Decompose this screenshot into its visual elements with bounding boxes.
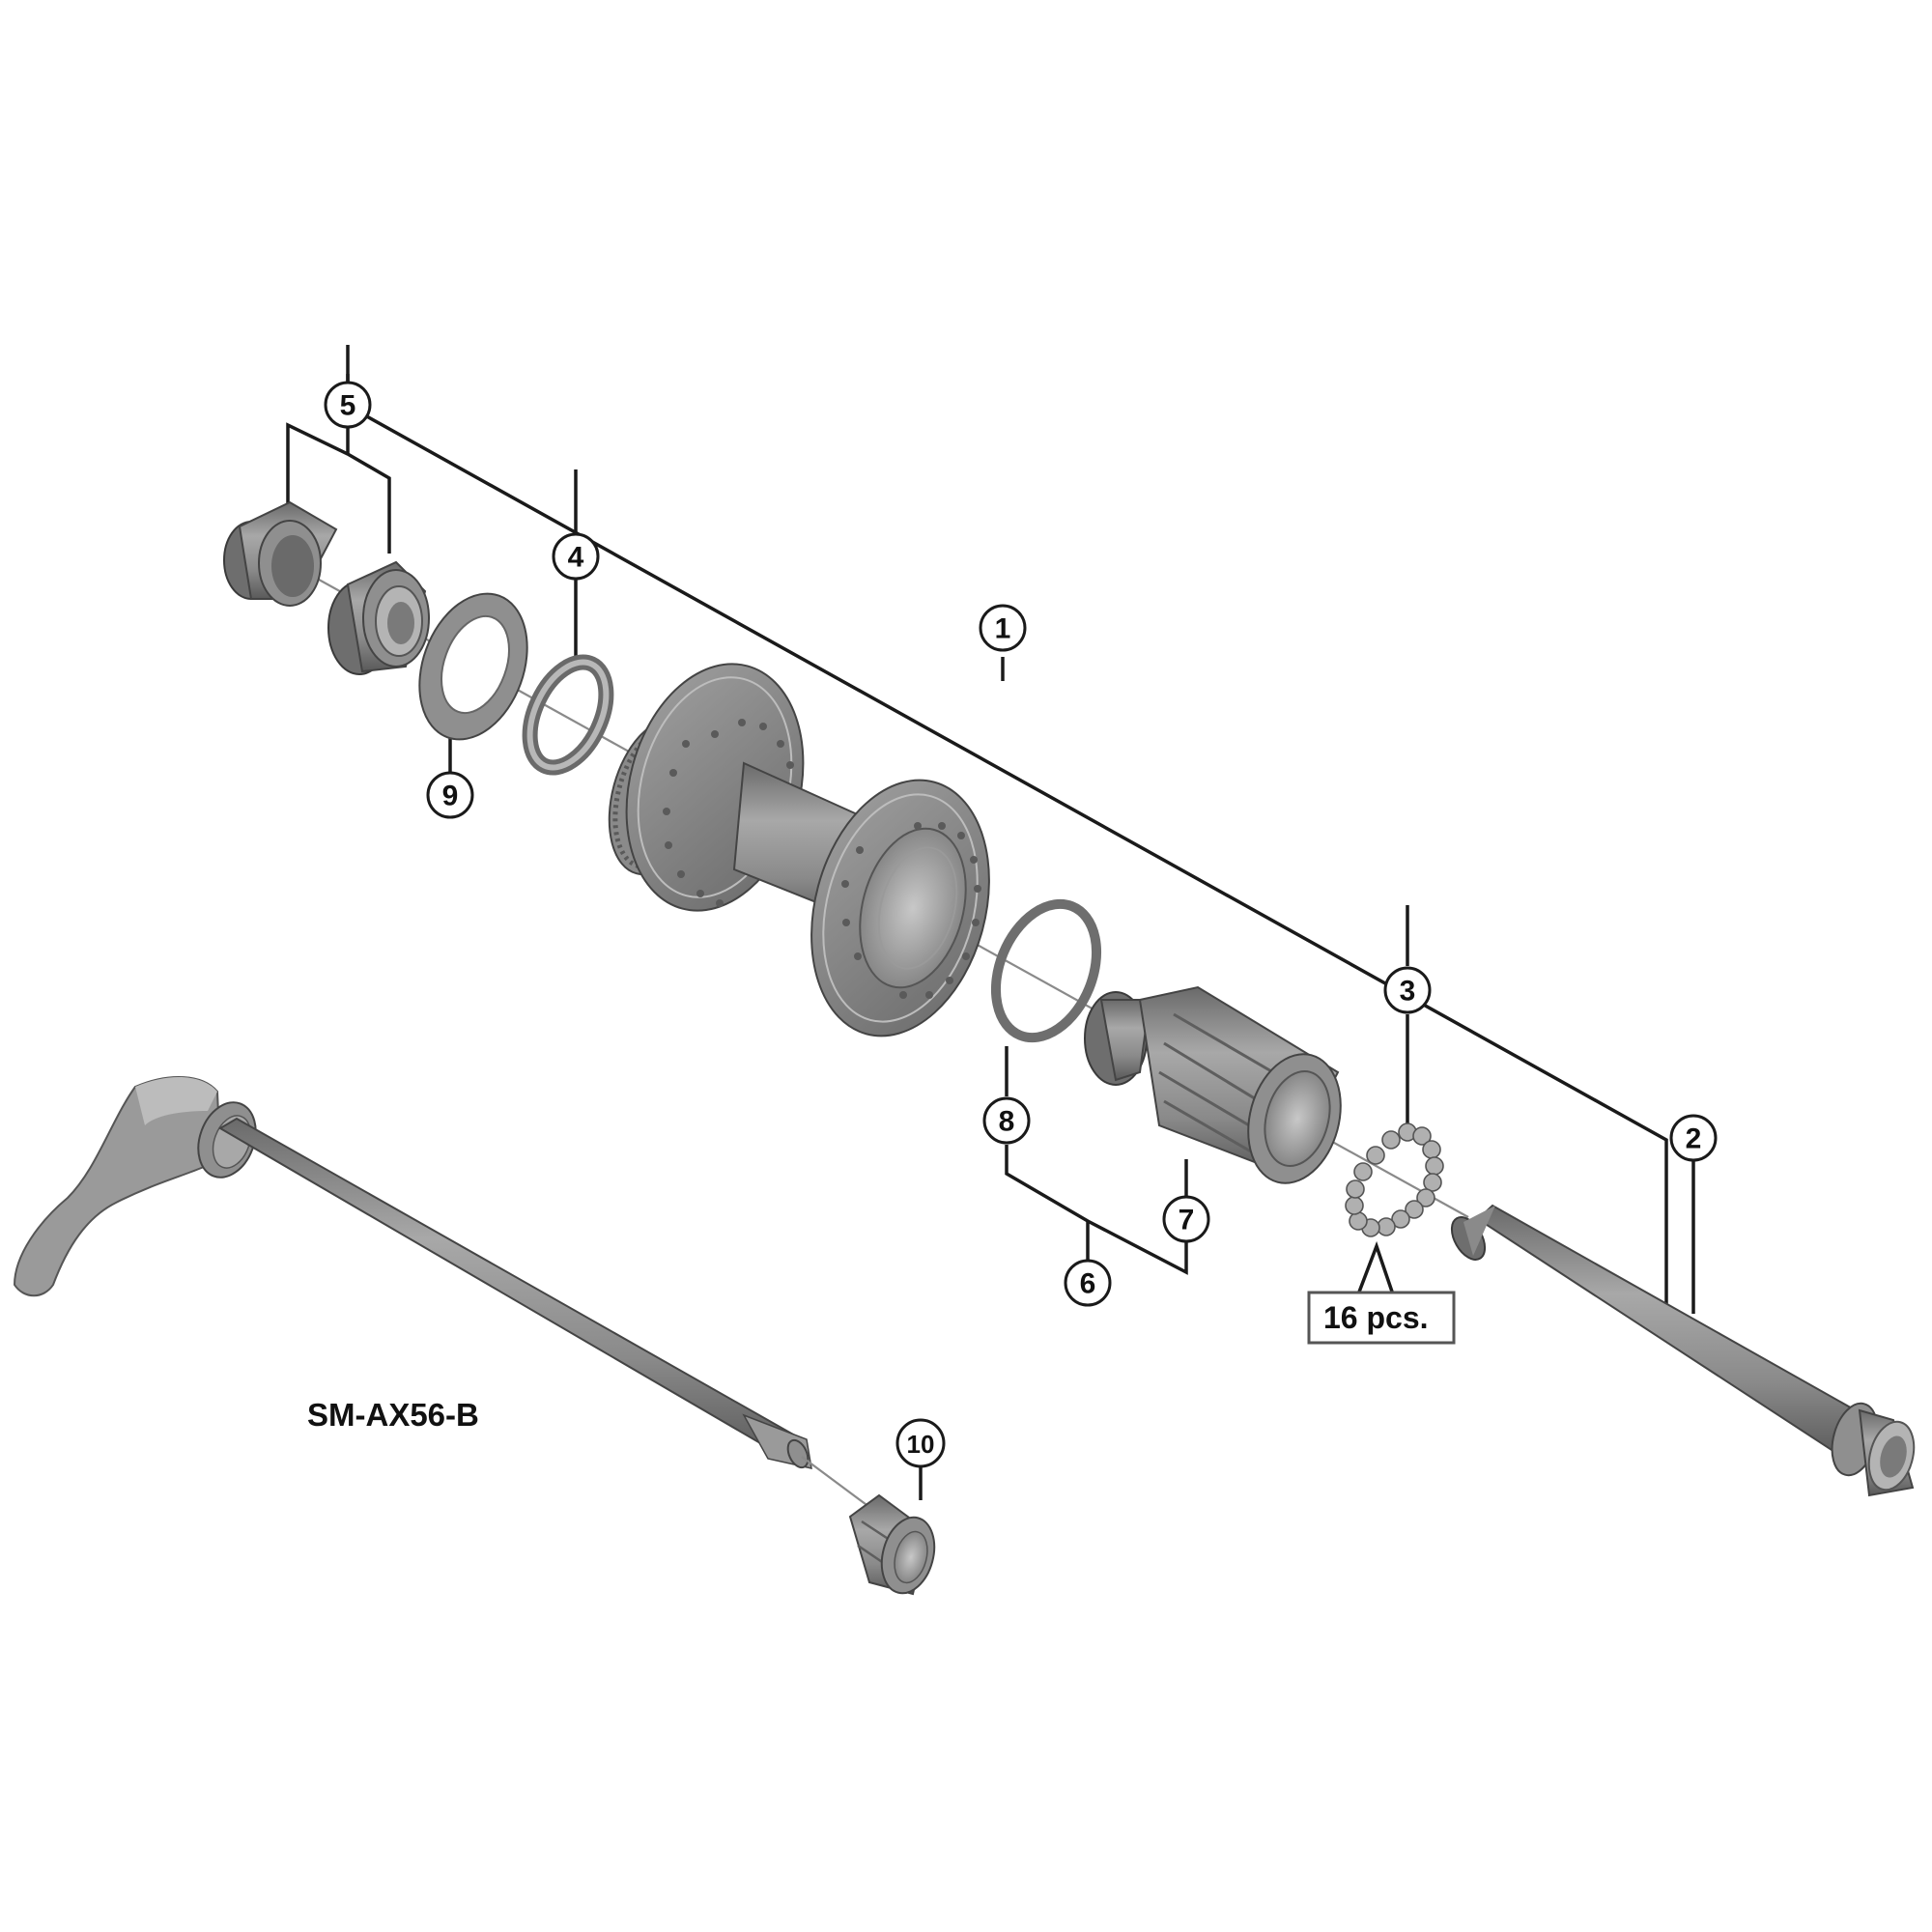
callout-6: 6 [1064, 1259, 1112, 1307]
hub-axle-part [1450, 1204, 1916, 1497]
callout-number: 7 [1179, 1205, 1195, 1236]
freehub-spacer-ring-part [990, 898, 1102, 1043]
steel-balls-part [1345, 1122, 1444, 1237]
quantity-note: 16 pcs. [1323, 1300, 1429, 1335]
thru-axle-part [13, 1076, 870, 1508]
callout-number: 4 [568, 542, 584, 574]
model-label: SM-AX56-B [307, 1397, 479, 1433]
callout-5: 5 [324, 381, 372, 429]
callout-1: 1 [979, 604, 1027, 652]
callout-3: 3 [1383, 966, 1432, 1014]
freehub-body-part [1084, 985, 1342, 1184]
leader-lines [286, 345, 1695, 1500]
callout-4: 4 [552, 532, 600, 581]
callout-10: 10 [895, 1418, 946, 1468]
callout-number: 10 [907, 1430, 935, 1459]
dust-cap-washer-part [418, 592, 528, 741]
spoke-holes-right [841, 822, 981, 999]
thru-axle-nut-part [848, 1493, 936, 1596]
callout-number: 5 [340, 390, 356, 422]
callout-number: 3 [1400, 976, 1416, 1008]
spoke-holes-left [663, 719, 794, 907]
callout-number: 2 [1686, 1123, 1702, 1155]
cone-nut-part [327, 560, 430, 675]
callout-9: 9 [426, 771, 474, 819]
callout-number: 1 [995, 613, 1011, 645]
callout-8: 8 [982, 1096, 1031, 1145]
callout-2: 2 [1669, 1114, 1718, 1162]
callout-number: 6 [1080, 1268, 1096, 1300]
quantity-note-box: 16 pcs. [1307, 1291, 1456, 1345]
callout-number: 8 [999, 1106, 1015, 1138]
spacer-cylinder-part [223, 500, 338, 607]
hub-body-part [608, 663, 990, 1037]
callout-7: 7 [1162, 1195, 1210, 1243]
callout-number: 9 [442, 781, 459, 812]
ball-retainer-part [522, 654, 614, 776]
